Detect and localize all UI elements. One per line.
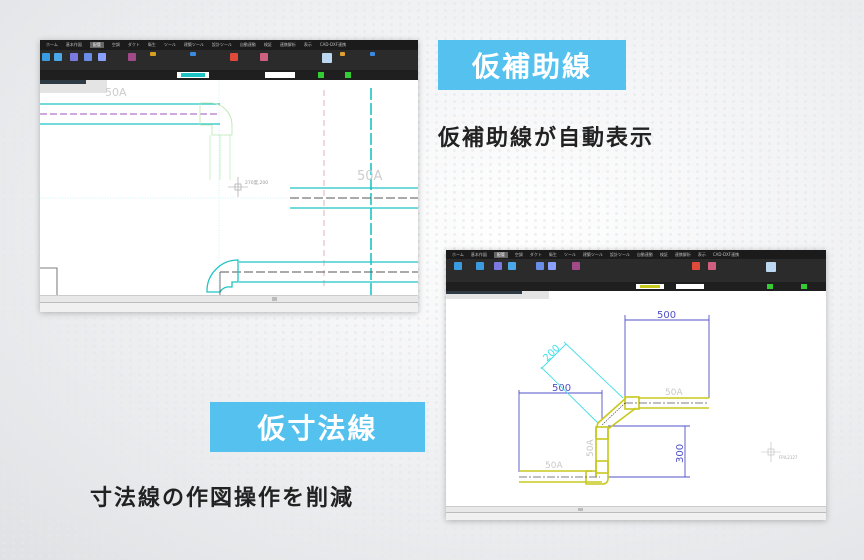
- floating-panel: [446, 291, 549, 299]
- cad-screenshot-dimensions: ホーム 基本作図 配管 空調 ダクト 衛生 ツール 建築ツール 設計ツール 自動…: [446, 250, 826, 520]
- menu-tab[interactable]: 空調: [514, 251, 523, 257]
- dimension-label: 500: [657, 310, 676, 321]
- menu-tab[interactable]: 表示: [303, 42, 312, 47]
- menu-tab[interactable]: 検証: [263, 42, 272, 47]
- horizontal-scrollbar[interactable]: [446, 506, 826, 512]
- drawing-canvas[interactable]: 500 500 300 200 50A 50A 50A FP: [446, 291, 826, 506]
- menu-tab[interactable]: 連携解析: [674, 251, 691, 257]
- property-bar: [446, 282, 826, 291]
- menu-tab[interactable]: 基本作図: [65, 42, 82, 47]
- menu-tab[interactable]: ホーム: [46, 42, 58, 47]
- menu-tab[interactable]: 建築ツール: [582, 251, 603, 257]
- menu-tab[interactable]: 自動連動: [239, 42, 256, 47]
- feature-badge-dimensions: 仮寸法線: [210, 402, 425, 452]
- pipe-dimension-drawing: 500 500 300 200 50A 50A 50A FP: [446, 291, 798, 485]
- menu-tab[interactable]: 衛生: [548, 251, 557, 257]
- feature-caption-dimensions: 寸法線の作図操作を削減: [90, 486, 355, 511]
- cursor-readout: FP/L2127: [779, 455, 798, 460]
- drawing-canvas[interactable]: 50A 270度,200 50A: [40, 80, 418, 295]
- crosshair-cursor-icon: [761, 442, 781, 462]
- pipe-label: 50A: [545, 461, 563, 471]
- property-bar: [40, 70, 418, 80]
- menu-tab[interactable]: 自動連動: [636, 251, 653, 257]
- ribbon-toolbar[interactable]: [446, 259, 826, 282]
- status-bar: [40, 302, 418, 312]
- menu-tab-active[interactable]: 配管: [493, 251, 508, 258]
- menu-tab[interactable]: ツール: [163, 42, 176, 47]
- pipe-drawing: 50A 270度,200 50A: [40, 80, 418, 295]
- menu-tab[interactable]: 設計ツール: [211, 42, 232, 47]
- menu-bar: ホーム 基本作図 配管 空調 ダクト 衛生 ツール 建築ツール 設計ツール 自動…: [40, 40, 418, 50]
- menu-bar: ホーム 基本作図 配管 空調 ダクト 衛生 ツール 建築ツール 設計ツール 自動…: [446, 250, 826, 259]
- dimension-lines: [518, 315, 710, 478]
- menu-tab[interactable]: ホーム: [452, 251, 464, 257]
- temporary-dimension-200: [540, 341, 624, 424]
- menu-tab[interactable]: 建築ツール: [183, 42, 204, 47]
- cad-screenshot-aux-lines: ホーム 基本作図 配管 空調 ダクト 衛生 ツール 建築ツール 設計ツール 自動…: [40, 40, 418, 312]
- pipe-label: 50A: [586, 439, 596, 457]
- menu-tab[interactable]: ダクト: [529, 251, 542, 257]
- pipe-label: 50A: [357, 169, 383, 184]
- menu-tab[interactable]: CAD-DXF連携: [712, 251, 740, 257]
- menu-tab[interactable]: 連携解析: [279, 42, 296, 47]
- ribbon-toolbar[interactable]: [40, 50, 418, 70]
- dimension-label: 300: [675, 444, 686, 463]
- menu-tab[interactable]: 空調: [111, 42, 120, 47]
- feature-caption-aux-lines: 仮補助線が自動表示: [438, 126, 655, 151]
- menu-tab[interactable]: 表示: [697, 251, 706, 257]
- menu-tab[interactable]: ダクト: [127, 42, 140, 47]
- menu-tab-active[interactable]: 配管: [89, 42, 104, 48]
- menu-tab[interactable]: 検証: [659, 251, 668, 257]
- feature-badge-aux-lines: 仮補助線: [438, 40, 626, 90]
- cursor-readout: 270度,200: [245, 179, 268, 186]
- horizontal-scrollbar[interactable]: [40, 295, 418, 302]
- crosshair-cursor-icon: [228, 177, 248, 197]
- menu-tab[interactable]: 設計ツール: [609, 251, 630, 257]
- status-bar: [446, 512, 826, 520]
- menu-tab[interactable]: 衛生: [147, 42, 156, 47]
- dimension-label: 200: [541, 343, 562, 364]
- menu-tab[interactable]: CAD-DXF連携: [319, 42, 347, 47]
- dimension-label: 500: [552, 383, 571, 394]
- menu-tab[interactable]: 基本作図: [470, 251, 487, 257]
- pipe-label: 50A: [665, 388, 683, 398]
- pipe-label: 50A: [105, 86, 127, 99]
- menu-tab[interactable]: ツール: [563, 251, 576, 257]
